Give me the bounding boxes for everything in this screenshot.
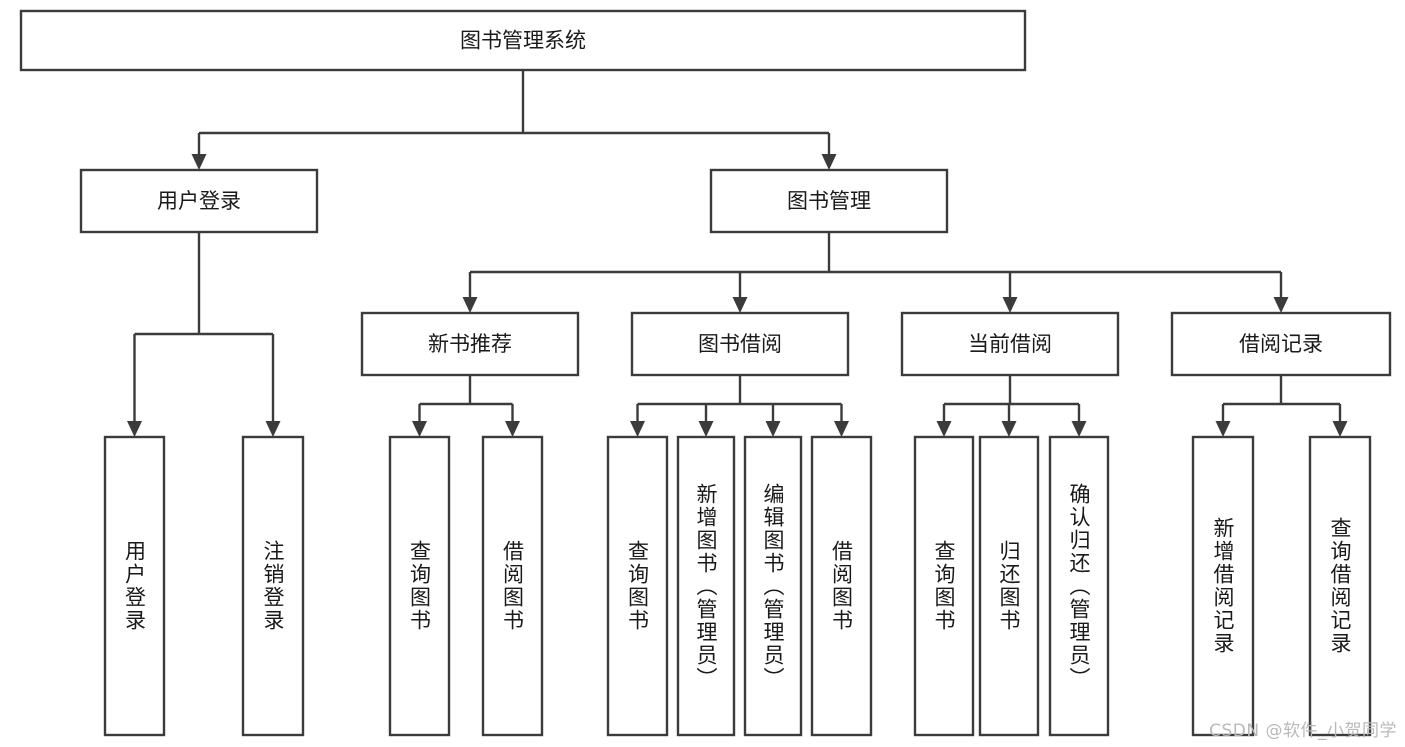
node-box-user-login[interactable] [79, 168, 319, 234]
node-box-new-book-recommend[interactable] [360, 311, 580, 377]
node-box-bb-add-book[interactable] [676, 435, 736, 737]
node-label-borrow-record: 借阅记录 [1239, 332, 1323, 356]
node-box-user-logout[interactable] [241, 435, 305, 737]
node-box-cb-return-book[interactable] [978, 435, 1040, 737]
arrow-head-icon [1001, 421, 1017, 437]
node-box-user-login-do[interactable] [103, 435, 166, 737]
arrow-head-icon [936, 421, 952, 437]
node-box-root[interactable] [19, 9, 1027, 72]
arrow-head-icon [1273, 297, 1289, 313]
node-box-br-query-record[interactable] [1308, 435, 1372, 737]
arrow-head-icon [630, 421, 645, 437]
node-box-bb-edit-book[interactable] [743, 435, 803, 737]
arrow-head-icon [462, 297, 478, 313]
arrow-head-icon [821, 154, 837, 170]
node-box-nbr-borrow-book[interactable] [481, 435, 544, 737]
node-box-book-manage[interactable] [709, 168, 949, 234]
arrow-head-icon [1002, 297, 1018, 313]
node-box-br-add-record[interactable] [1191, 435, 1255, 737]
arrow-head-icon [732, 297, 748, 313]
arrow-head-icon [412, 421, 427, 437]
arrow-head-icon [765, 421, 781, 437]
node-box-bb-query-book[interactable] [606, 435, 669, 737]
node-box-book-borrow[interactable] [630, 311, 850, 377]
node-label-book-borrow: 图书借阅 [698, 332, 782, 356]
node-label-root: 图书管理系统 [460, 29, 586, 53]
arrow-head-icon [1332, 421, 1348, 437]
node-box-current-borrow[interactable] [900, 311, 1120, 377]
node-box-borrow-record[interactable] [1170, 311, 1392, 377]
arrow-head-icon [834, 421, 849, 437]
node-label-current-borrow: 当前借阅 [968, 332, 1052, 356]
arrow-head-icon [505, 421, 520, 437]
node-box-nbr-query-book[interactable] [388, 435, 451, 737]
node-label-book-manage: 图书管理 [787, 189, 871, 213]
node-label-new-book-recommend: 新书推荐 [428, 332, 512, 356]
node-box-bb-borrow-book[interactable] [810, 435, 873, 737]
node-box-cb-query-book[interactable] [913, 435, 975, 737]
node-box-cb-confirm-return[interactable] [1048, 435, 1110, 737]
arrow-head-icon [265, 421, 281, 437]
connector-layer [127, 70, 1348, 437]
arrow-head-icon [127, 421, 142, 437]
node-label-user-login: 用户登录 [157, 189, 241, 213]
watermark: CSDN @软件_小贺同学 [1209, 721, 1397, 741]
arrow-head-icon [191, 154, 207, 170]
arrow-head-icon [1215, 421, 1231, 437]
arrow-head-icon [698, 421, 714, 437]
arrow-head-icon [1071, 421, 1087, 437]
node-box-layer [19, 9, 1392, 737]
